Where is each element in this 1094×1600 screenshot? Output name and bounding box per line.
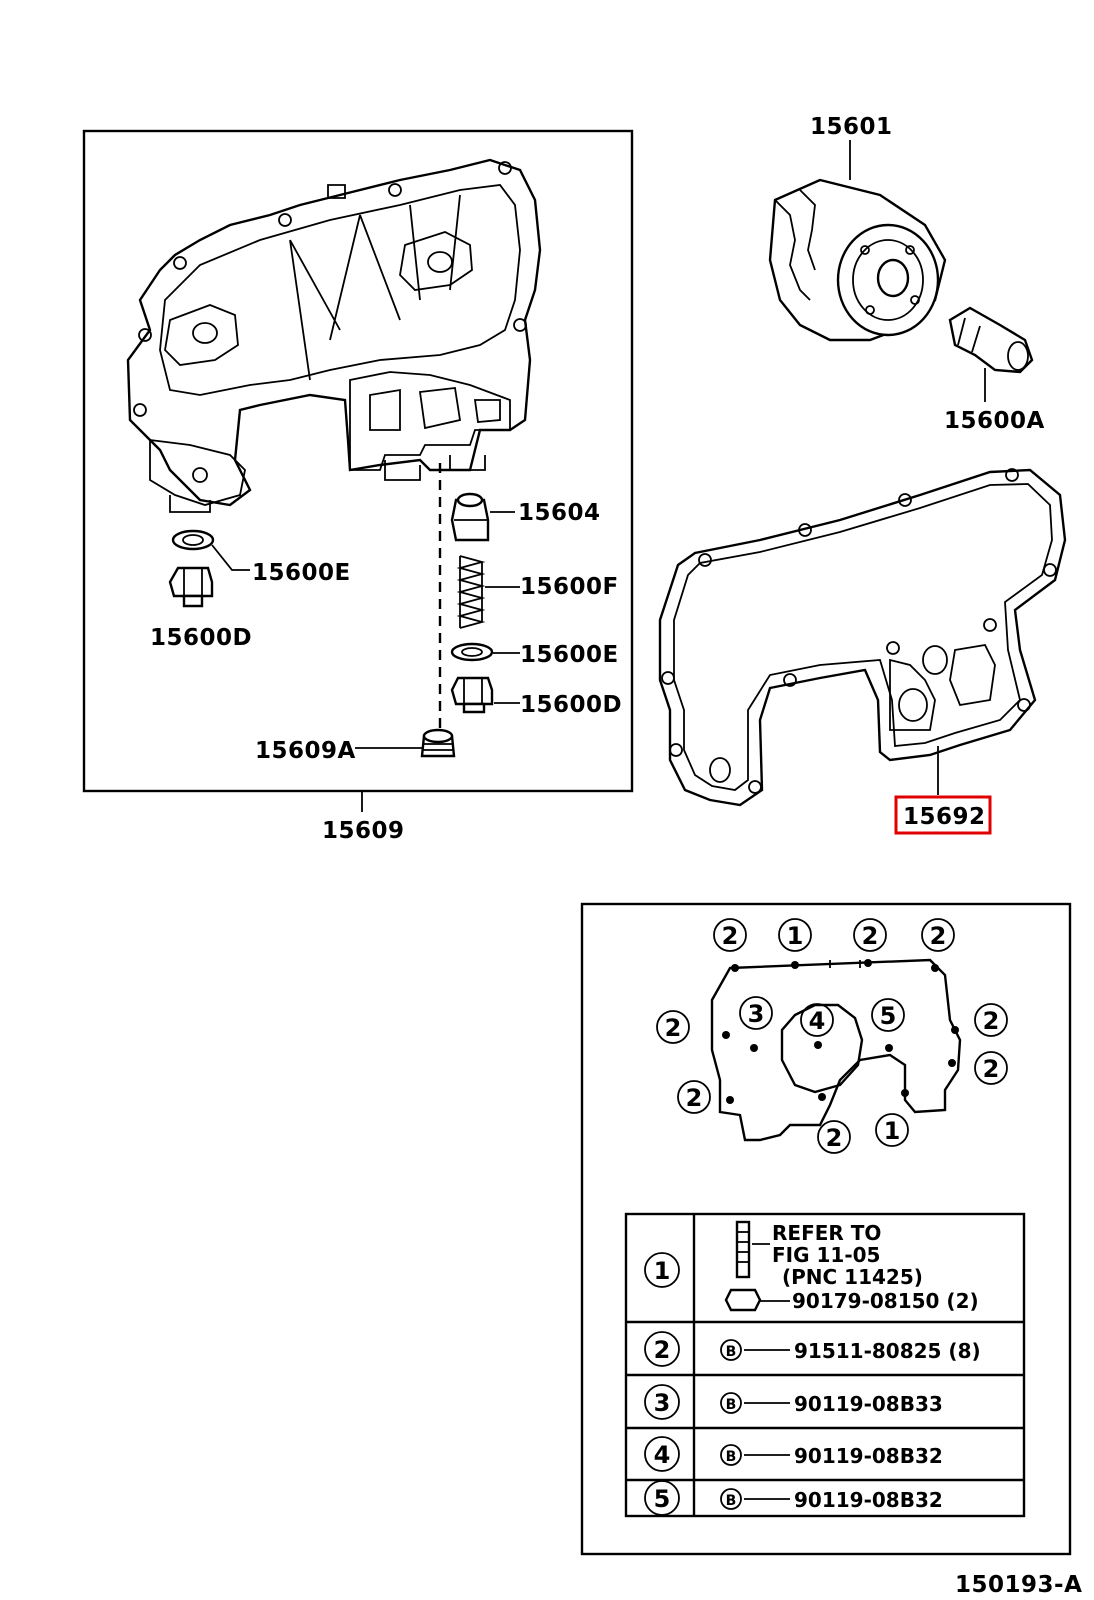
legend-row: 5 B 90119-08B32 — [644, 1480, 943, 1516]
bolt-callout: 1 — [875, 1113, 909, 1147]
valve-15604-drawing — [450, 492, 490, 542]
svg-text:2: 2 — [722, 922, 739, 950]
union-15600a-drawing — [948, 306, 1034, 374]
oil-pan-drawing — [126, 158, 542, 513]
svg-text:FIG 11-05: FIG 11-05 — [772, 1243, 880, 1267]
gasket-15600e-left-drawing — [171, 529, 215, 551]
svg-text:4: 4 — [809, 1007, 826, 1035]
bolt-layout-drawing — [710, 958, 962, 1142]
plug-15600d-right-drawing — [450, 676, 494, 714]
bolt-head-icon: B — [720, 1488, 742, 1510]
svg-text:B: B — [726, 1449, 737, 1465]
bolt-head-icon: B — [720, 1392, 742, 1414]
svg-text:1: 1 — [884, 1117, 901, 1145]
figure-code: 150193-A — [955, 1572, 1082, 1598]
svg-text:4: 4 — [654, 1441, 671, 1469]
gasket-15600e-right-drawing — [450, 642, 494, 662]
svg-text:2: 2 — [930, 922, 947, 950]
stud-bolt-icon — [735, 1220, 751, 1279]
oil-pan-frame — [82, 129, 634, 793]
label-15600f: 15600F — [520, 574, 619, 600]
label-15600e-right: 15600E — [520, 642, 619, 668]
svg-text:2: 2 — [654, 1336, 671, 1364]
leader-15600e-left — [211, 544, 250, 571]
bolt-head-icon: B — [720, 1339, 742, 1361]
svg-text:3: 3 — [654, 1389, 671, 1417]
svg-text:90179-08150 (2): 90179-08150 (2) — [792, 1289, 979, 1313]
bolt-callout: 2 — [713, 918, 747, 952]
svg-text:2: 2 — [983, 1007, 1000, 1035]
bolt-legend-table: 1 REFER TO FIG 11-05 (PNC 11425) 90179-0… — [624, 1212, 1026, 1518]
bolt-callout: 2 — [921, 918, 955, 952]
label-15604: 15604 — [518, 500, 601, 526]
label-15600d-right: 15600D — [520, 692, 622, 718]
svg-text:B: B — [726, 1344, 737, 1360]
legend-row: 3 B 90119-08B33 — [644, 1384, 943, 1420]
bolt-callout: 2 — [853, 918, 887, 952]
svg-text:2: 2 — [686, 1084, 703, 1112]
svg-text:2: 2 — [826, 1124, 843, 1152]
bolt-callout: 2 — [656, 1010, 690, 1044]
svg-text:5: 5 — [880, 1002, 897, 1030]
label-15600a: 15600A — [944, 408, 1045, 434]
plug-15600d-left-drawing — [168, 566, 214, 608]
bolt-callout: 5 — [871, 998, 905, 1032]
bolt-callouts: 2 1 2 2 3 4 5 2 2 2 2 2 1 — [656, 918, 1008, 1154]
highlight-box-15692 — [894, 795, 992, 835]
gasket-15692-drawing — [658, 468, 1067, 807]
svg-text:91511-80825 (8): 91511-80825 (8) — [794, 1339, 981, 1363]
bolt-callout: 2 — [817, 1120, 851, 1154]
svg-text:90119-08B32: 90119-08B32 — [794, 1444, 943, 1468]
label-15600d-left: 15600D — [150, 625, 252, 651]
bolt-callout: 1 — [778, 918, 812, 952]
svg-text:(PNC 11425): (PNC 11425) — [782, 1265, 923, 1289]
svg-text:2: 2 — [862, 922, 879, 950]
bolt-callout: 4 — [800, 1003, 834, 1037]
label-15609: 15609 — [322, 818, 405, 844]
svg-text:1: 1 — [654, 1257, 671, 1285]
legend-row: 4 B 90119-08B32 — [644, 1436, 943, 1472]
svg-text:REFER TO: REFER TO — [772, 1221, 881, 1245]
bolt-callout: 3 — [739, 996, 773, 1030]
label-15692: 15692 — [903, 804, 986, 830]
nut-icon — [724, 1288, 762, 1312]
svg-text:3: 3 — [748, 1000, 765, 1028]
label-15601: 15601 — [810, 114, 893, 140]
svg-text:90119-08B33: 90119-08B33 — [794, 1392, 943, 1416]
label-15600e-left: 15600E — [252, 560, 351, 586]
svg-text:2: 2 — [665, 1014, 682, 1042]
plug-15609a-drawing — [420, 728, 456, 758]
legend-row: 1 REFER TO FIG 11-05 (PNC 11425) 90179-0… — [644, 1220, 979, 1313]
bolt-callout: 2 — [974, 1051, 1008, 1085]
svg-text:B: B — [726, 1493, 737, 1509]
bolt-head-icon: B — [720, 1444, 742, 1466]
svg-text:1: 1 — [787, 922, 804, 950]
oil-filter-15601-drawing — [768, 178, 947, 342]
legend-row: 2 B 91511-80825 (8) — [644, 1331, 981, 1367]
bolt-layout-frame — [580, 902, 1072, 1556]
bolt-callout: 2 — [974, 1003, 1008, 1037]
svg-text:B: B — [726, 1397, 737, 1413]
label-15609a: 15609A — [255, 738, 356, 764]
svg-text:90119-08B32: 90119-08B32 — [794, 1488, 943, 1512]
svg-text:5: 5 — [654, 1485, 671, 1513]
svg-text:2: 2 — [983, 1055, 1000, 1083]
spring-15600f-drawing — [456, 555, 486, 629]
bolt-callout: 2 — [677, 1080, 711, 1114]
